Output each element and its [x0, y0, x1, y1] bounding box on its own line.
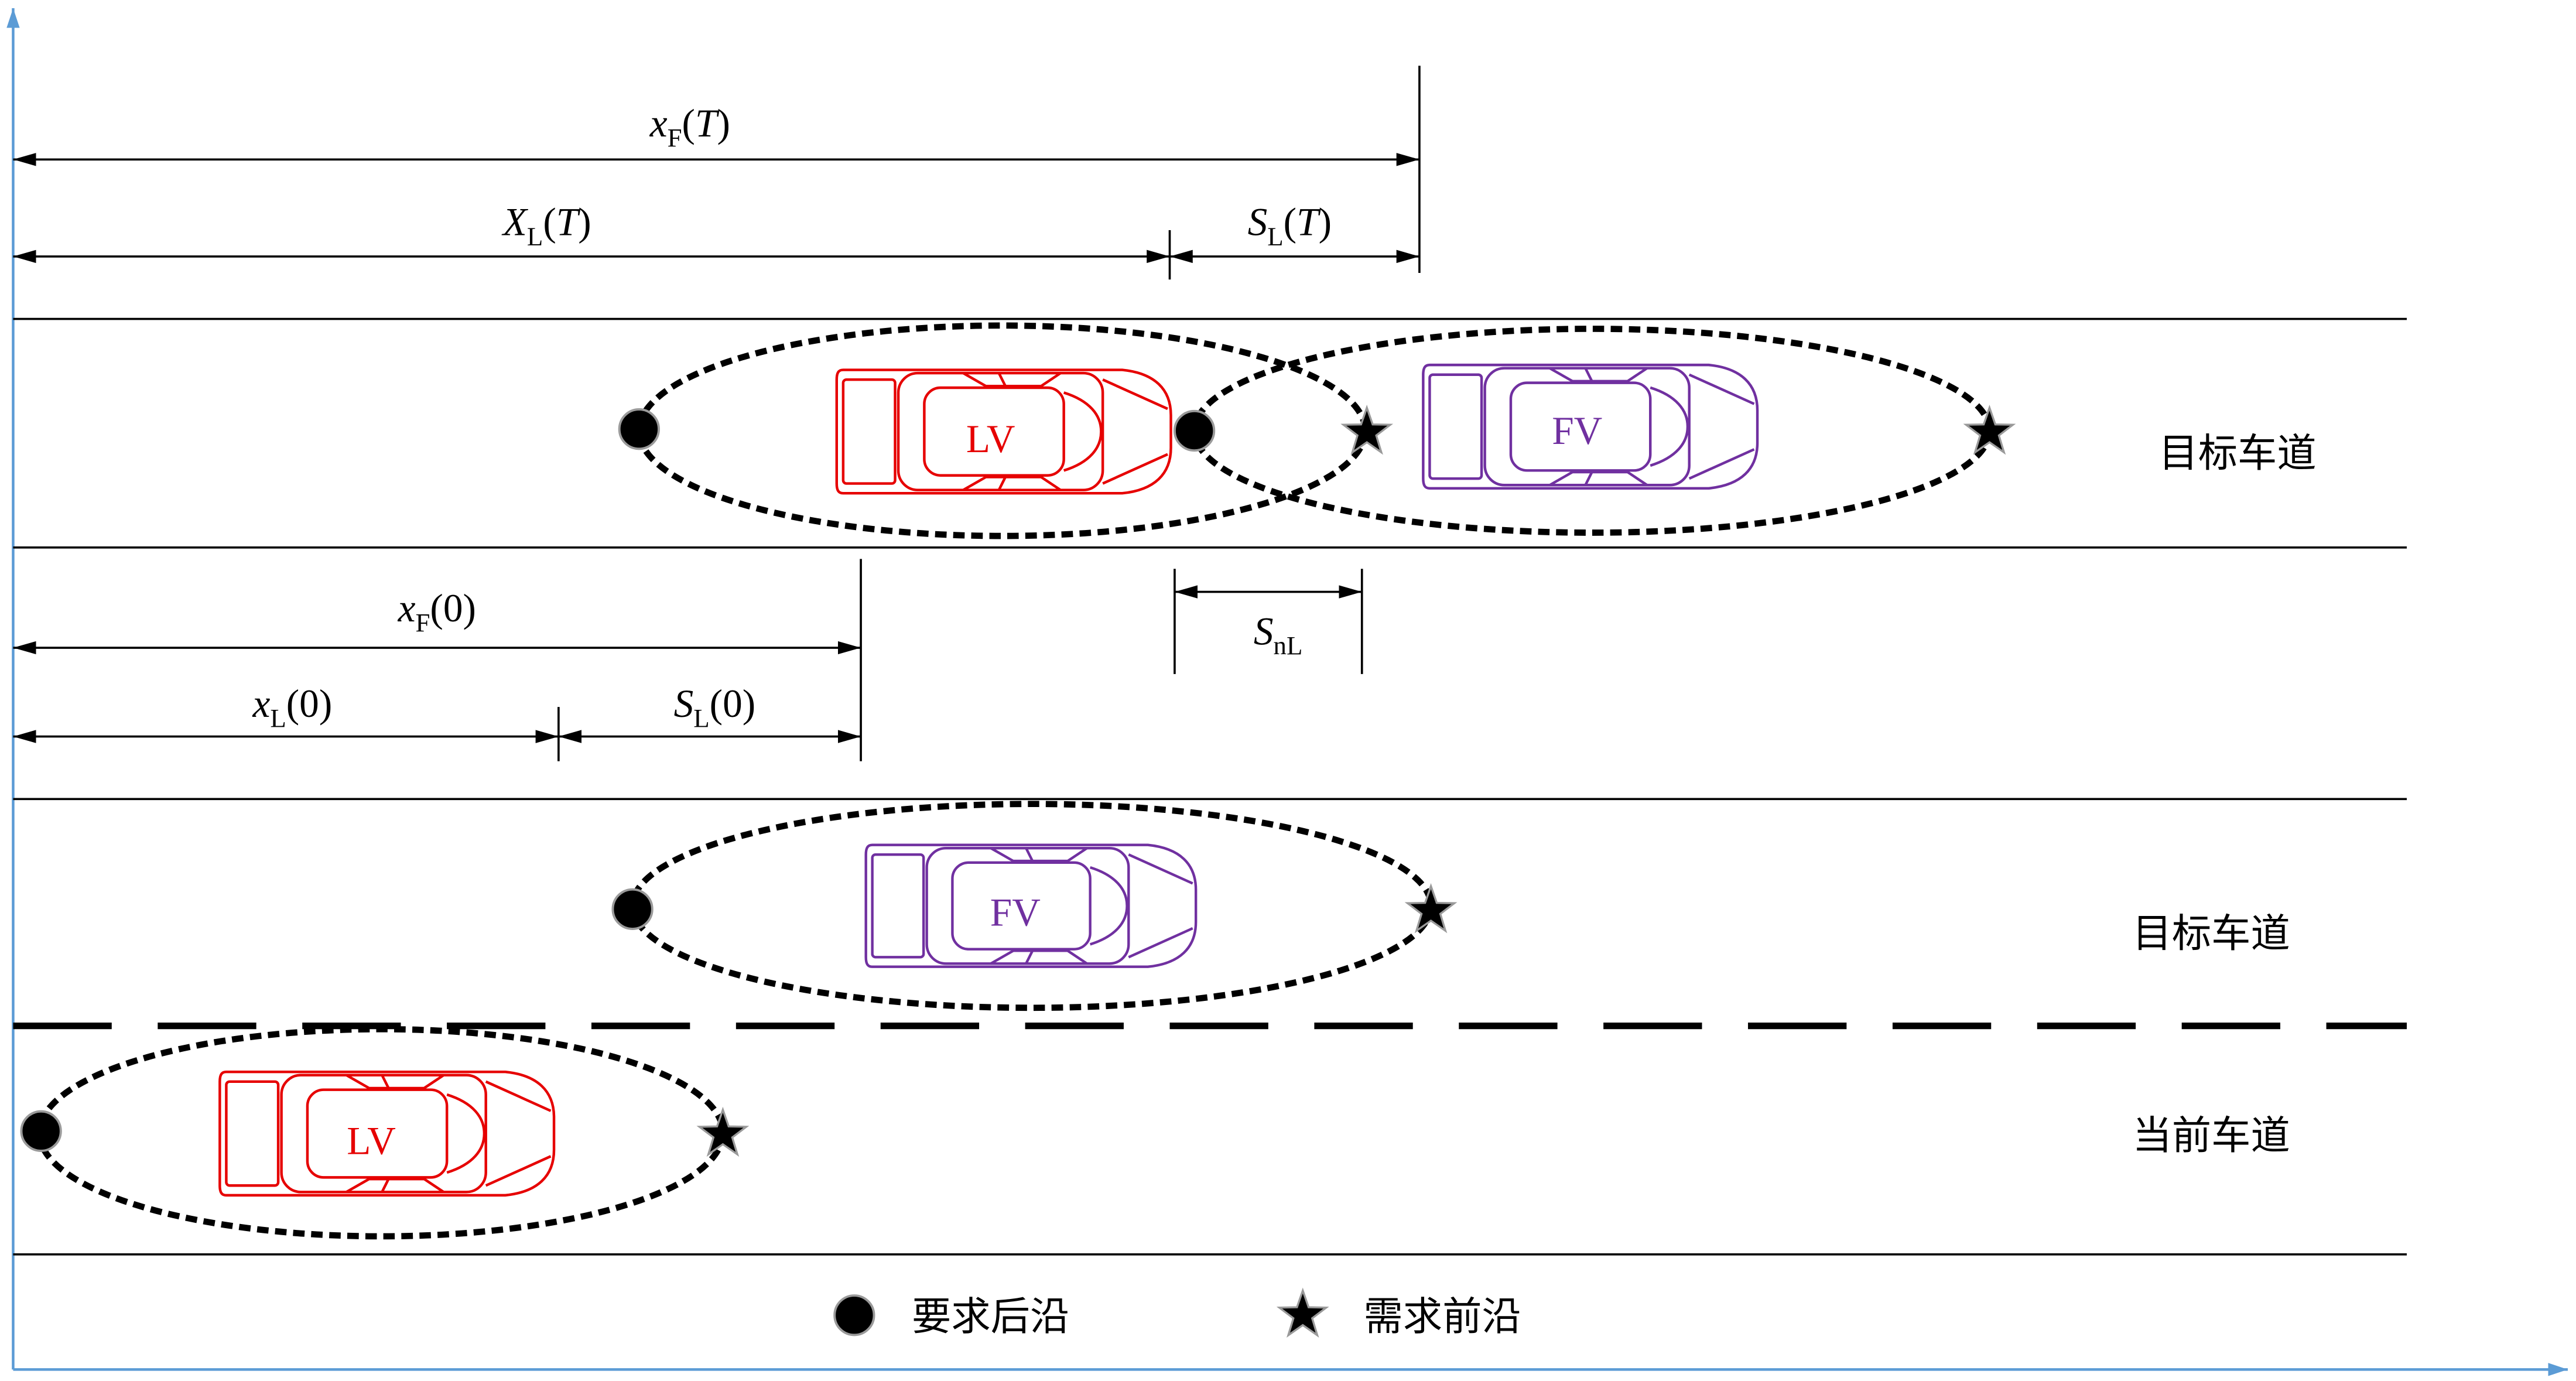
- label-XL-T: XL(T): [501, 200, 591, 251]
- label-SL-T: SL(T): [1248, 200, 1332, 251]
- bottom-lane-lv-label: LV: [347, 1119, 396, 1163]
- rear-edge-dot-icon: [1173, 409, 1216, 452]
- label-symbol: S: [1254, 609, 1274, 653]
- label-argument: (T): [682, 101, 730, 145]
- legend-dot-icon: [833, 1294, 875, 1336]
- lane-label-current: 当前车道: [2133, 1112, 2290, 1158]
- label-symbol: X: [501, 200, 529, 244]
- legend-dot-label: 要求后沿: [912, 1293, 1069, 1339]
- label-argument-text: ): [717, 101, 730, 145]
- label-subscript: L: [270, 703, 286, 733]
- label-subscript: L: [527, 221, 543, 251]
- front-edge-star-icon: [1965, 406, 2014, 454]
- label-symbol: x: [649, 101, 668, 145]
- label-SnL: SnL: [1254, 609, 1303, 660]
- label-argument-text: ): [578, 200, 591, 244]
- label-argument-text: (0): [430, 586, 476, 630]
- label-subscript: F: [668, 123, 682, 152]
- label-subscript: F: [415, 608, 430, 637]
- legend-star-icon: [1278, 1289, 1328, 1336]
- label-argument-text: (0): [710, 682, 756, 726]
- label-argument-variable: T: [556, 200, 581, 244]
- label-symbol: S: [674, 682, 694, 726]
- lane-label-target-middle: 目标车道: [2133, 910, 2290, 956]
- front-edge-star-icon: [698, 1109, 748, 1156]
- label-argument: (T): [543, 200, 591, 244]
- label-subscript: nL: [1274, 631, 1303, 660]
- label-argument-text: ): [1319, 200, 1332, 244]
- front-edge-star-icon: [1342, 406, 1391, 454]
- label-subscript: L: [693, 703, 709, 733]
- label-xF-T: xF(T): [649, 101, 730, 152]
- label-symbol: x: [252, 682, 270, 726]
- lane-label-target-top: 目标车道: [2158, 430, 2316, 476]
- top-lane-lv-label: LV: [966, 417, 1015, 461]
- label-argument: (0): [430, 586, 476, 630]
- label-argument: (0): [710, 682, 756, 726]
- label-argument-text: (: [543, 200, 556, 244]
- label-xF-0: xF(0): [398, 586, 476, 637]
- label-subscript: L: [1267, 221, 1283, 251]
- front-edge-star-icon: [1406, 885, 1456, 932]
- rear-edge-dot-icon: [618, 408, 660, 450]
- label-argument-text: (0): [286, 682, 333, 726]
- label-symbol: x: [398, 586, 416, 630]
- label-argument: (T): [1284, 200, 1332, 244]
- label-SL-0: SL(0): [674, 682, 756, 733]
- label-argument-variable: T: [1296, 200, 1321, 244]
- label-argument-text: (: [1284, 200, 1296, 244]
- label-argument-text: (: [682, 101, 695, 145]
- middle-lane-fv-label: FV: [990, 890, 1041, 934]
- legend: 要求后沿 需求前沿: [833, 1289, 1521, 1339]
- label-argument-variable: T: [695, 101, 720, 145]
- label-symbol: S: [1248, 200, 1268, 244]
- top-lane-fv-label: FV: [1552, 409, 1602, 453]
- rear-edge-dot-icon: [611, 888, 654, 931]
- rear-edge-dot-icon: [20, 1110, 62, 1152]
- label-argument: (0): [286, 682, 333, 726]
- legend-star-label: 需求前沿: [1364, 1293, 1521, 1339]
- label-xL-0: xL(0): [252, 682, 332, 733]
